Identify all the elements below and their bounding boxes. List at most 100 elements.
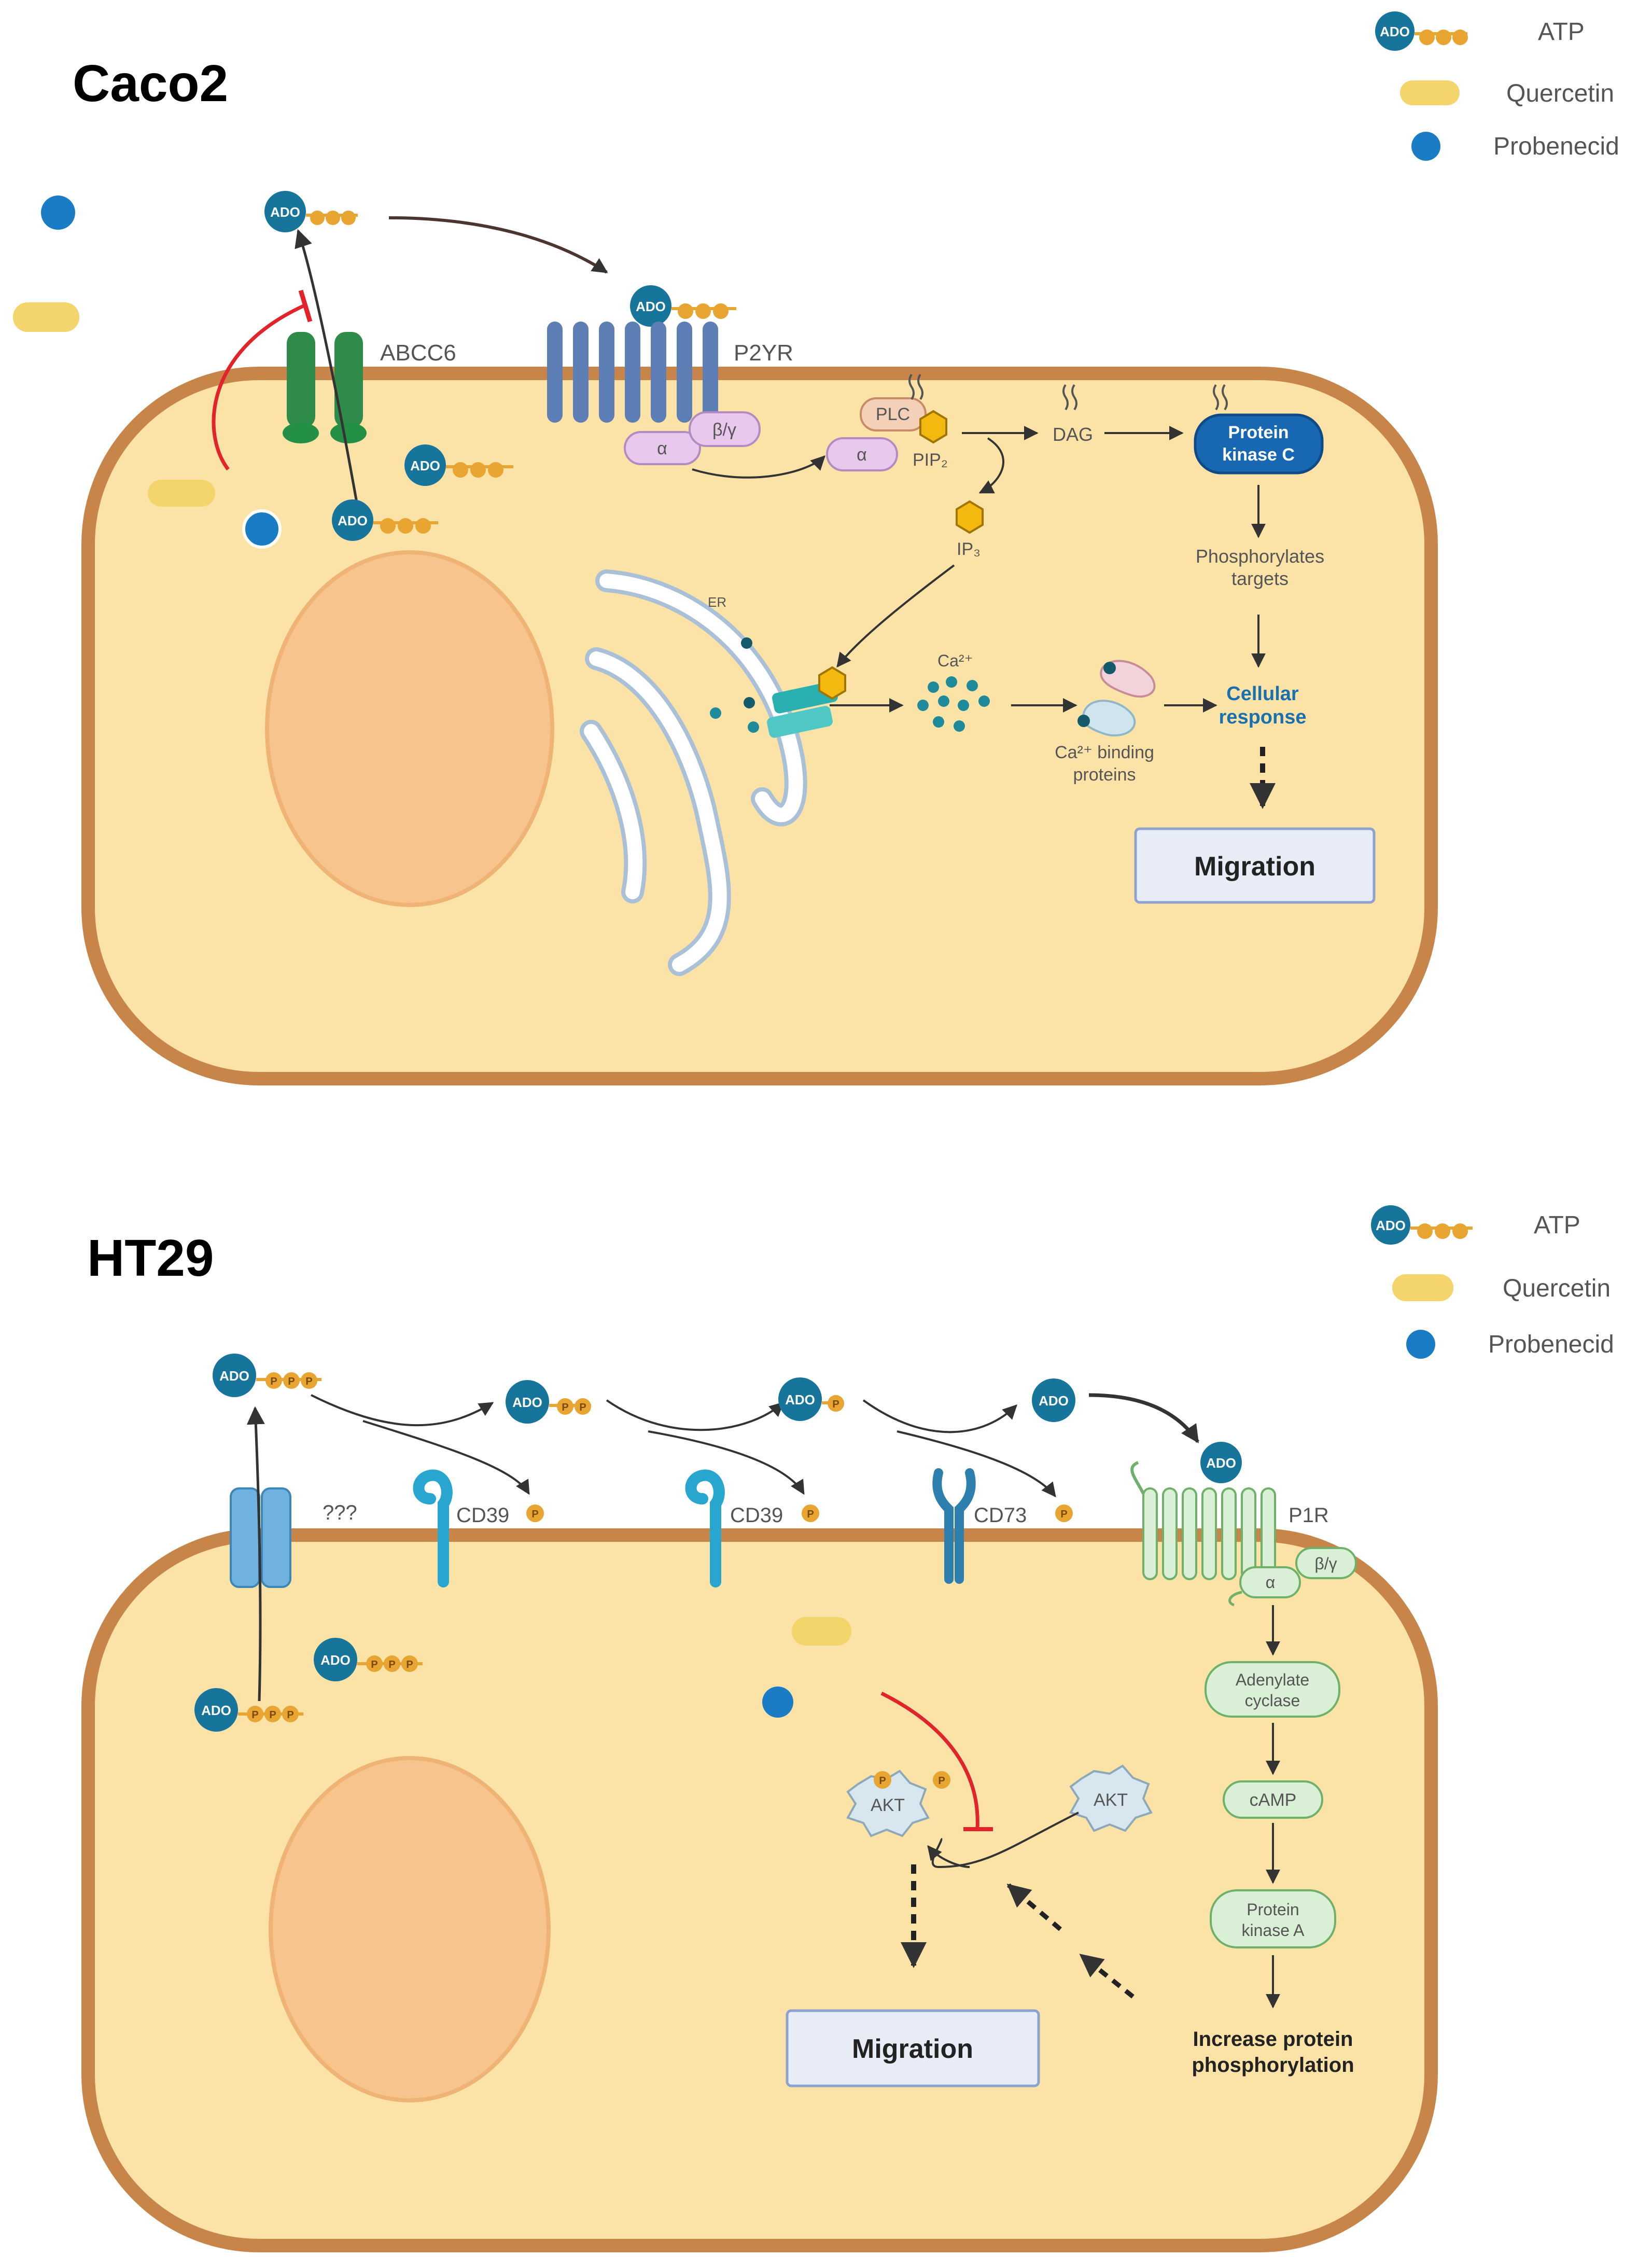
quercetin-ht29 (792, 1617, 851, 1646)
svg-text:P: P (832, 1399, 839, 1410)
svg-text:P: P (807, 1509, 814, 1520)
atp-to-p2yr-arrow (388, 216, 608, 274)
cellular-response-line2: response (1219, 706, 1307, 728)
er-ca-dot (741, 637, 752, 649)
svg-text:ADO: ADO (338, 513, 368, 528)
legend-bottom: ADO ATP Quercetin Probenecid (1371, 1205, 1614, 1359)
ip3-to-channel-arrow (836, 564, 955, 668)
probenecid-ht29 (762, 1687, 793, 1718)
svg-text:PLC: PLC (876, 405, 910, 424)
svg-text:α: α (657, 439, 667, 458)
svg-text:P: P (579, 1402, 586, 1413)
adp-molecule: ADO P P (506, 1380, 591, 1424)
svg-text:Protein: Protein (1247, 1900, 1299, 1919)
caco2-migration-label: Migration (1194, 852, 1315, 882)
cd39-enzyme-2 (685, 1469, 725, 1587)
atp-extracellular-1: ADO (264, 191, 358, 232)
svg-text:kinase A: kinase A (1242, 1921, 1305, 1940)
svg-text:P: P (879, 1775, 886, 1787)
g-protein-beta-gamma: β/γ (689, 411, 761, 447)
abcc6-label: ABCC6 (380, 340, 456, 366)
alpha-plc: α (826, 437, 898, 471)
legend-quercetin-label: Quercetin (1506, 80, 1614, 107)
g-protein-alpha: α (624, 431, 701, 465)
svg-text:Adenylate: Adenylate (1236, 1670, 1309, 1689)
svg-text:ADO: ADO (410, 458, 440, 473)
dag-label: DAG (1053, 424, 1093, 445)
legend-probenecid-label: Probenecid (1488, 1331, 1614, 1358)
legend-probenecid-dot (1406, 1330, 1435, 1359)
legend-top: ADO ATP Quercetin Probenecid (1375, 11, 1619, 161)
adenosine-molecule: ADO (1032, 1378, 1075, 1422)
svg-text:ADO: ADO (1376, 1218, 1406, 1233)
akt-unphosphorylated: AKT (1069, 1764, 1153, 1832)
plc-enzyme: PLC (860, 397, 927, 431)
inhibit-bar (298, 289, 313, 323)
p1r-g-alpha: α (1239, 1566, 1301, 1598)
caco2-migration-box (1134, 827, 1376, 904)
adenylate-cyclase: Adenylate cyclase (1205, 1661, 1340, 1718)
cd73-label: CD73 (974, 1504, 1027, 1527)
p1r-receptor (1142, 1487, 1276, 1580)
svg-text:β/γ: β/γ (712, 420, 736, 440)
legend-quercetin-label: Quercetin (1503, 1275, 1611, 1302)
pip2-label: PIP₂ (913, 450, 948, 470)
ht29-efflux-arrow (246, 1406, 265, 1702)
ado-label: ADO (1380, 24, 1410, 39)
svg-text:ADO: ADO (320, 1652, 351, 1668)
p2yr-receptor (547, 322, 718, 423)
phosphorylates-line1: Phosphorylates (1196, 546, 1324, 567)
ht29-migration-box (786, 2009, 1040, 2087)
legend-probenecid-label: Probenecid (1493, 133, 1619, 160)
caco2-title: Caco2 (73, 54, 228, 113)
adenosine-bound: ADO (1200, 1442, 1242, 1483)
p1r-n-terminus (1130, 1461, 1145, 1495)
svg-text:α: α (1266, 1573, 1276, 1592)
atp-release-p-arrow (362, 1420, 530, 1495)
phosphate-released-3: P (1055, 1504, 1073, 1522)
atp-ht29-intracellular-1: ADO P P P (314, 1638, 423, 1681)
increase-line1: Increase protein (1193, 2028, 1353, 2051)
phosphate-released-1: P (526, 1504, 544, 1522)
svg-text:kinase C: kinase C (1222, 445, 1295, 465)
er-ca-dot (744, 697, 755, 708)
svg-text:ADO: ADO (270, 204, 300, 220)
ip3-receptor-channel (767, 666, 846, 738)
quercetin-intracellular (148, 480, 215, 507)
cd39-label-1: CD39 (456, 1504, 509, 1527)
atp-ht29-intracellular-2: ADO P P P (194, 1688, 303, 1732)
camp-node: cAMP (1223, 1780, 1323, 1819)
abcc6-transporter (283, 332, 367, 443)
ado-to-p1r-arrow (1088, 1393, 1199, 1443)
svg-text:α: α (857, 445, 867, 465)
legend-atp-label: ATP (1534, 1211, 1580, 1239)
svg-text:ADO: ADO (219, 1368, 249, 1384)
cellular-response-line1: Cellular (1226, 683, 1299, 705)
cd39-label-2: CD39 (730, 1504, 783, 1527)
atp-ht29-extracellular: ADO P P P (213, 1354, 321, 1397)
pip2-hexagon (919, 410, 947, 444)
ht29-nucleus (269, 1756, 551, 2102)
svg-text:ADO: ADO (636, 299, 666, 314)
probenecid-extracellular (41, 196, 75, 230)
svg-text:P: P (562, 1402, 568, 1413)
er-ca-dot (710, 707, 721, 719)
amp-molecule: ADO P (778, 1377, 844, 1421)
increase-line2: phosphorylation (1192, 2054, 1354, 2077)
atp-to-adp-arrow (311, 1394, 494, 1427)
adp-release-p-arrow (648, 1430, 805, 1495)
caco2-nucleus (265, 550, 554, 907)
svg-text:cyclase: cyclase (1245, 1691, 1300, 1710)
unknown-transporter-label: ??? (323, 1501, 357, 1524)
svg-text:P: P (269, 1709, 276, 1721)
svg-text:ADO: ADO (785, 1392, 815, 1408)
ip3-label: IP₃ (957, 539, 981, 559)
ht29-title: HT29 (87, 1229, 214, 1287)
ca-binding-line1: Ca²⁺ binding (1055, 743, 1154, 762)
er-label: ER (708, 594, 726, 610)
svg-text:P: P (388, 1659, 395, 1670)
plc-lipid-anchor (908, 373, 923, 400)
legend-atp-glyph: ADO (1371, 1205, 1473, 1245)
svg-text:cAMP: cAMP (1250, 1790, 1297, 1810)
legend-quercetin-pill (1400, 80, 1460, 105)
